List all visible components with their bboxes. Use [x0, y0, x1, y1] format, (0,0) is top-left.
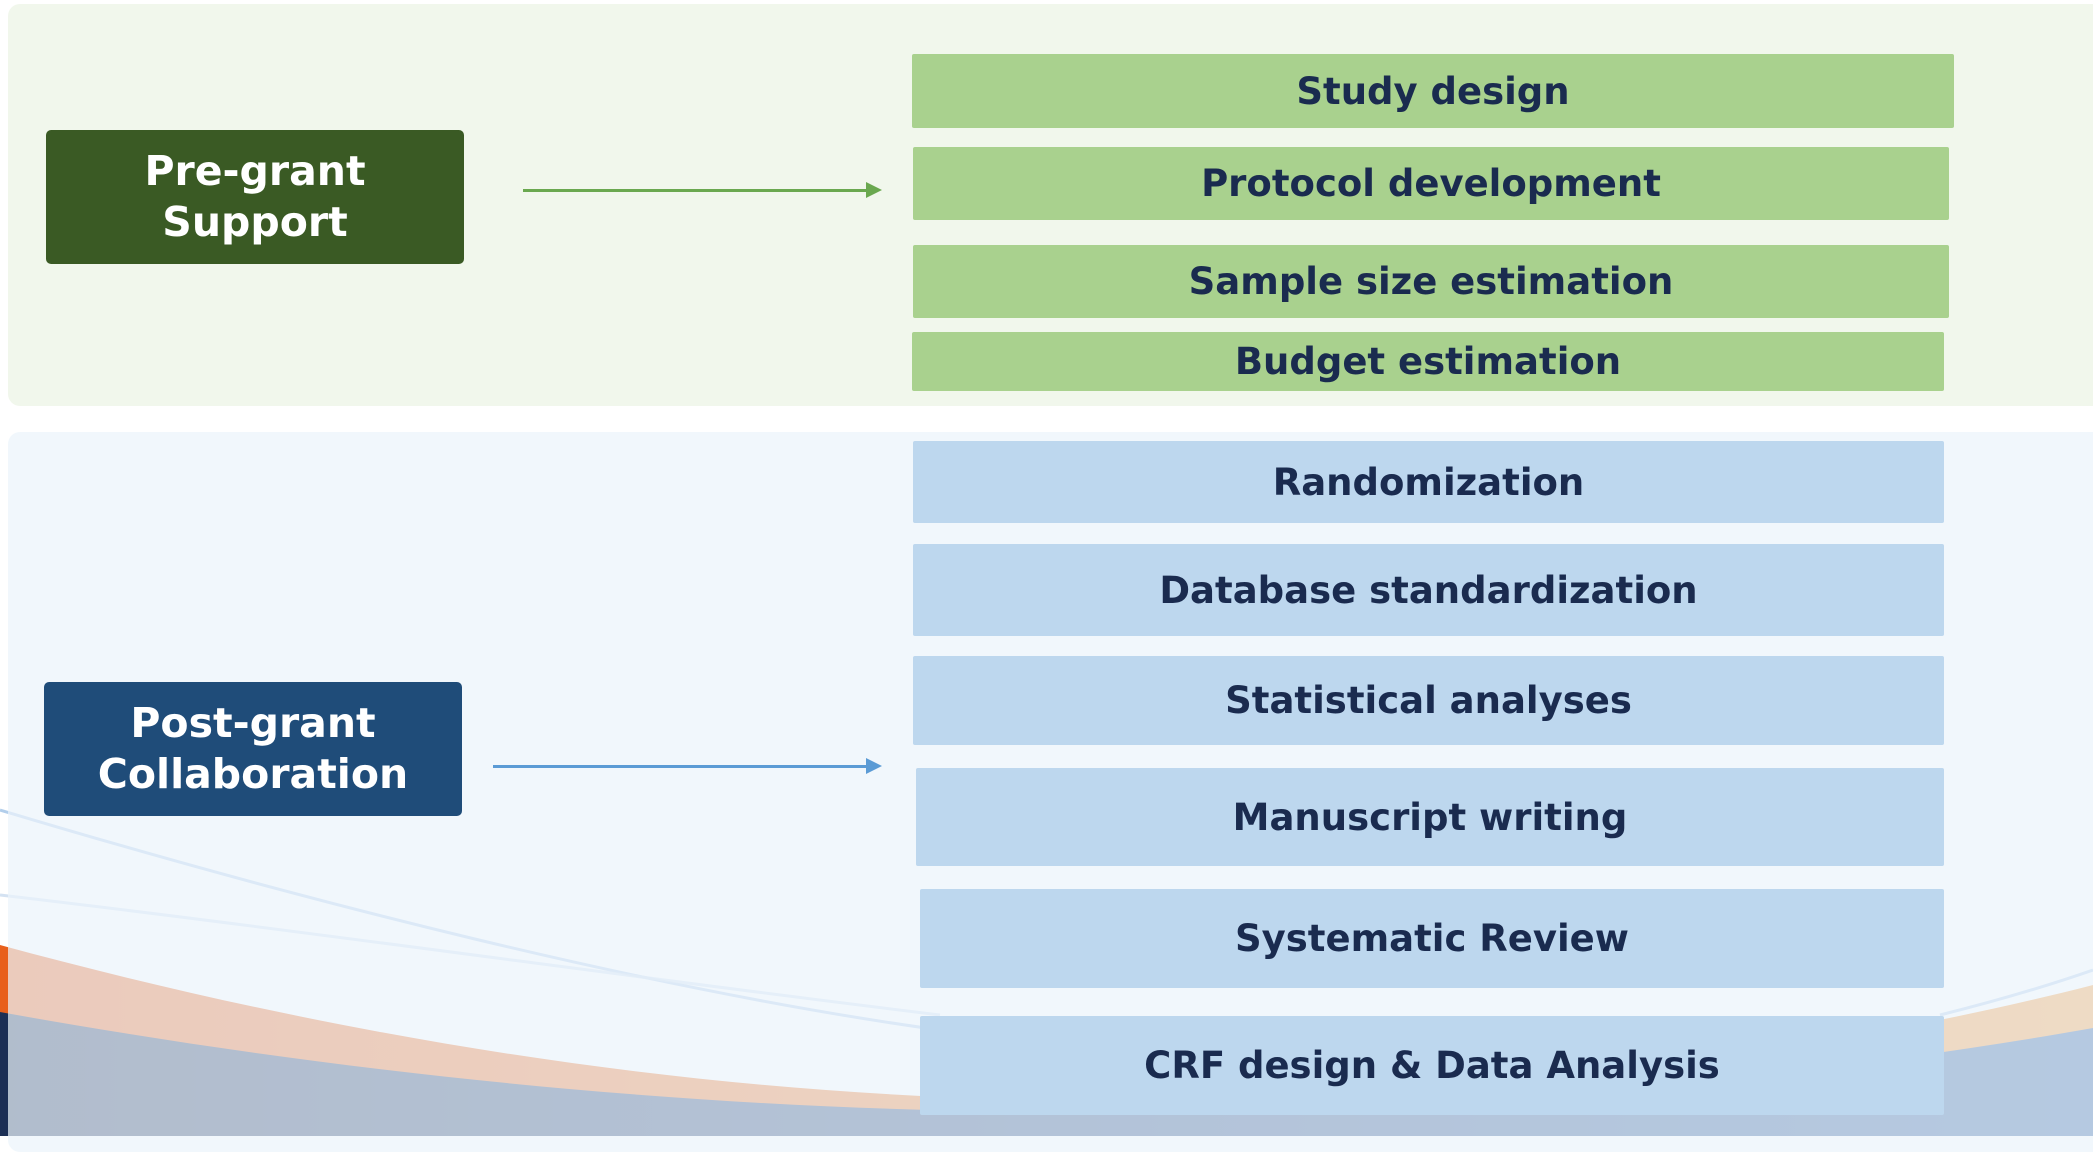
item-manuscript-writing: Manuscript writing [916, 768, 1944, 866]
item-crf-design-data-analysis: CRF design & Data Analysis [920, 1016, 1944, 1115]
item-systematic-review: Systematic Review [920, 889, 1944, 988]
item-sample-size-estimation: Sample size estimation [913, 245, 1949, 318]
pre-grant-arrow [523, 182, 882, 198]
item-protocol-development: Protocol development [913, 147, 1949, 220]
item-database-standardization: Database standardization [913, 544, 1944, 636]
pre-grant-support-label: Pre-grant Support [46, 130, 464, 264]
item-statistical-analyses: Statistical analyses [913, 656, 1944, 745]
item-budget-estimation: Budget estimation [912, 332, 1944, 391]
post-grant-arrow [493, 758, 882, 774]
item-randomization: Randomization [913, 441, 1944, 523]
item-study-design: Study design [912, 54, 1954, 128]
post-grant-collaboration-label: Post-grant Collaboration [44, 682, 462, 816]
